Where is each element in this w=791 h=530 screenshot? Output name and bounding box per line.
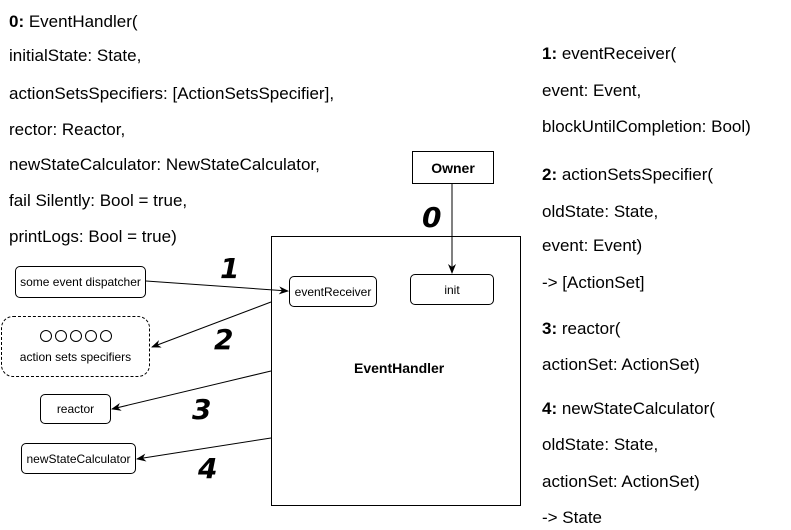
right-line-5: event: Event) — [542, 236, 643, 255]
init-label: init — [444, 282, 460, 297]
signature-line-0: 0: EventHandler( — [9, 12, 138, 31]
step-number-3: 3 — [192, 393, 212, 426]
init-box: init — [410, 274, 494, 305]
right-line-4: oldState: State, — [542, 202, 659, 221]
owner-box: Owner — [412, 151, 494, 184]
arrow-handler-to-specifiers — [151, 301, 272, 348]
step-number-4: 4 — [198, 452, 218, 485]
event-dispatcher-label: some event dispatcher — [20, 275, 141, 289]
event-receiver-label: eventReceiver — [294, 284, 372, 299]
right-line-1: event: Event, — [542, 81, 642, 100]
right-line-12: -> State — [542, 508, 603, 527]
signature-line-4: newStateCalculator: NewStateCalculator, — [9, 155, 320, 174]
right-line-8: actionSet: ActionSet) — [542, 355, 700, 374]
right-line-2: blockUntilCompletion: Bool) — [542, 117, 751, 136]
reactor-box: reactor — [40, 394, 111, 424]
right-line-10: oldState: State, — [542, 435, 659, 454]
specifier-circles-icon — [39, 329, 112, 342]
new-state-calculator-box: newStateCalculator — [21, 443, 136, 474]
right-line-0: 1: eventReceiver( — [542, 44, 677, 63]
right-line-6: -> [ActionSet] — [542, 273, 645, 292]
event-receiver-box: eventReceiver — [289, 276, 377, 307]
action-sets-specifiers-label: action sets specifiers — [19, 349, 132, 364]
right-line-9: 4: newStateCalculator( — [542, 399, 715, 418]
signature-line-1: initialState: State, — [9, 46, 142, 65]
action-sets-specifiers-box: action sets specifiers — [1, 316, 150, 377]
arrow-handler-to-calculator — [136, 437, 272, 462]
arrow-dispatcher-to-receiver — [145, 280, 289, 295]
right-line-3: 2: actionSetsSpecifier( — [542, 165, 714, 184]
new-state-calculator-label: newStateCalculator — [26, 451, 131, 466]
event-dispatcher-box: some event dispatcher — [15, 266, 146, 298]
signature-line-3: rector: Reactor, — [9, 120, 126, 139]
arrow-handler-to-reactor — [111, 370, 272, 411]
step-number-0: 0 — [422, 201, 442, 234]
signature-line-2: actionSetsSpecifiers: [ActionSetsSpecifi… — [9, 84, 335, 103]
step-number-1: 1 — [220, 252, 240, 285]
event-handler-label: EventHandler — [354, 360, 445, 376]
step-number-2: 2 — [214, 323, 234, 356]
reactor-label: reactor — [56, 402, 95, 416]
signature-line-5: fail Silently: Bool = true, — [9, 191, 188, 210]
right-line-11: actionSet: ActionSet) — [542, 472, 700, 491]
owner-label: Owner — [431, 159, 475, 176]
signature-line-6: printLogs: Bool = true) — [9, 227, 177, 246]
right-line-7: 3: reactor( — [542, 319, 621, 338]
